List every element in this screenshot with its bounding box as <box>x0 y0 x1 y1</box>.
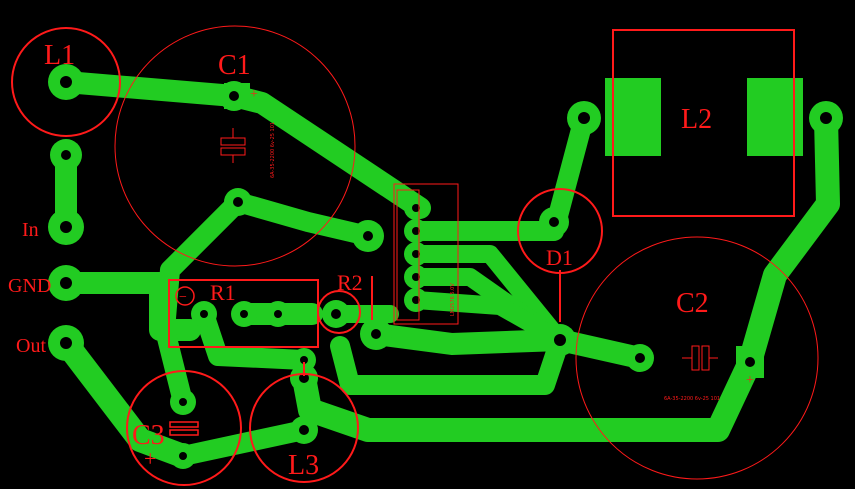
l2-outline <box>612 29 795 217</box>
trace-l1-c1 <box>55 71 245 107</box>
trace-r2-d1 <box>365 323 571 355</box>
label-c1: C1 <box>218 50 251 81</box>
trace-c3-l3 <box>173 420 314 466</box>
label-l1: L1 <box>44 40 75 71</box>
label-c3-plus: + <box>144 446 156 471</box>
trace-ic-fan3 <box>407 291 569 349</box>
label-c1-plus: + <box>250 87 258 102</box>
l1-outline <box>11 27 121 137</box>
trace-ic-fan1 <box>407 245 569 349</box>
label-r1: R1 <box>210 280 236 305</box>
c1-symbol <box>220 128 246 163</box>
label-c3: C3 <box>132 420 165 451</box>
component-labels: L1 C1 L2 C2 D1 R1 R2 C3 L3 In GND Out + … <box>8 40 754 481</box>
note-c1: 6A-35-2200 6v-25 101 <box>270 122 276 178</box>
trace-ground-return <box>292 350 762 442</box>
label-r2: R2 <box>337 270 363 295</box>
label-gnd: GND <box>8 275 51 297</box>
c2-outline <box>575 236 819 480</box>
c2-symbol <box>682 345 718 371</box>
label-r1-minus: − <box>179 290 187 305</box>
c3-symbol <box>169 421 199 436</box>
label-out: Out <box>16 335 46 357</box>
trace-c2-l2 <box>738 106 840 374</box>
ic-outline-inner <box>396 189 420 321</box>
c3-outline <box>126 370 242 486</box>
c1-outline <box>114 25 356 267</box>
pad-l2-body-left <box>605 78 661 156</box>
silkscreen-outlines <box>11 25 819 486</box>
note-c2: 6A-35-2200 6v-25 101 <box>664 396 720 402</box>
trace-r2-loop <box>330 330 570 395</box>
label-l3: L3 <box>288 450 319 481</box>
r1-minus-ring <box>175 286 195 306</box>
trace-r1-down <box>194 304 314 370</box>
label-c2-plus: + <box>746 373 754 388</box>
drill-holes <box>60 76 832 460</box>
label-in: In <box>22 219 39 241</box>
r2-outline <box>317 290 361 334</box>
ic-outline-outer <box>393 183 459 325</box>
label-l2: L2 <box>681 104 712 135</box>
label-d1: D1 <box>546 245 573 270</box>
trace-out <box>54 331 195 468</box>
note-ic: LM2576 5.0V <box>450 283 456 316</box>
label-c2: C2 <box>676 288 709 319</box>
